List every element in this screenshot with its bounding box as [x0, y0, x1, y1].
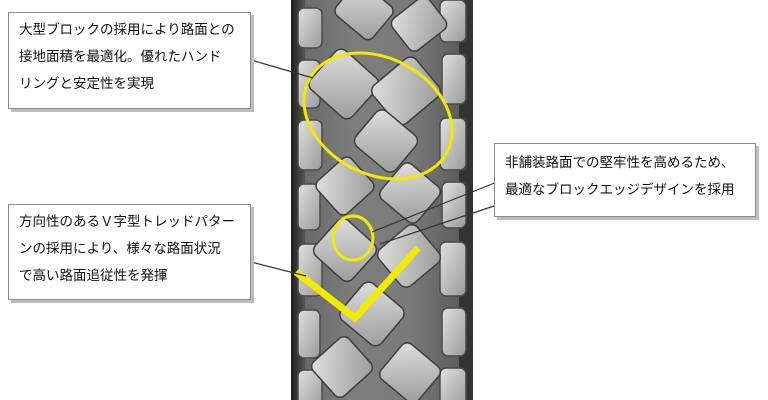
- highlight-overlays: [302, 51, 454, 262]
- callout-v-pattern: 方向性のあるＶ字型トレッドパター ンの採用により、様々な路面状況 で高い路面追従…: [8, 204, 251, 300]
- large-block-highlight-ellipse: [302, 51, 454, 181]
- callout-line: ンの採用により、様々な路面状況: [19, 241, 221, 257]
- leader-line-left: [250, 261, 307, 277]
- callout-line: で高い路面追従性を発揮: [19, 268, 168, 284]
- callout-line: 最適なブロックエッジデザインを採用: [505, 182, 735, 198]
- leader-line-top: [250, 59, 314, 79]
- tire-tread-image: [291, 0, 473, 400]
- callout-line: 非舗装路面での堅牢性を高めるため、: [505, 155, 735, 171]
- callout-line: 方向性のあるＶ字型トレッドパター: [19, 214, 235, 230]
- callout-line: リングと安定性を実現: [19, 76, 154, 92]
- callout-large-block: 大型ブロックの採用により路面との 接地面積を最適化。優れたハンド リングと安定性…: [8, 12, 251, 109]
- callout-block-edge: 非舗装路面での堅牢性を高めるため、 最適なブロックエッジデザインを採用: [494, 143, 756, 217]
- leader-line-right-1: [371, 181, 498, 233]
- callout-line: 大型ブロックの採用により路面との: [19, 22, 235, 38]
- v-pattern-highlight-marker: [293, 245, 421, 323]
- leader-line-right-2: [379, 204, 498, 245]
- callout-line: 接地面積を最適化。優れたハンド: [19, 49, 222, 65]
- leader-lines: [250, 59, 498, 277]
- block-edge-highlight-ellipse: [331, 214, 375, 262]
